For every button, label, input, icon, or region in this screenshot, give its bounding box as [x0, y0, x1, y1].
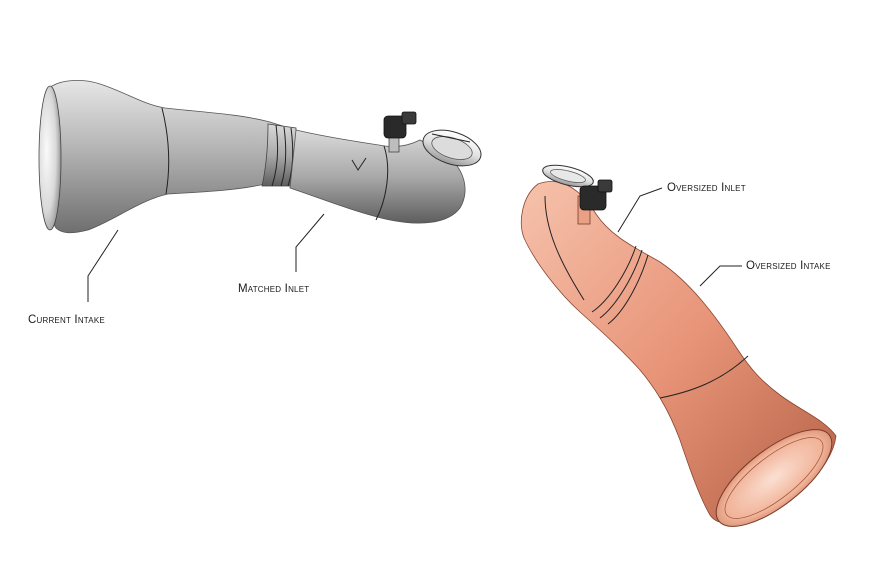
matched-inlet-elbow [289, 129, 466, 224]
oversized-intake-mouth [715, 429, 833, 527]
label-oversized-inlet: Oversized Inlet [667, 182, 746, 194]
current-intake-body [39, 80, 301, 234]
callout-oversized-intake: Oversized Intake [699, 260, 831, 287]
current-intake-mouth [38, 85, 62, 231]
callout-current-intake: Current Intake [28, 229, 119, 326]
label-oversized-intake: Oversized Intake [746, 260, 831, 272]
v-mark [351, 157, 367, 171]
label-matched-inlet: Matched Inlet [238, 283, 309, 295]
current-sensor-clamp [383, 115, 407, 139]
current-intake-seam [161, 107, 170, 195]
oversized-intake-part [521, 164, 837, 527]
callout-matched-inlet: Matched Inlet [238, 213, 325, 295]
label-current-intake: Current Intake [28, 314, 105, 326]
current-intake-part [38, 80, 482, 234]
callout-oversized-inlet: Oversized Inlet [617, 182, 746, 233]
